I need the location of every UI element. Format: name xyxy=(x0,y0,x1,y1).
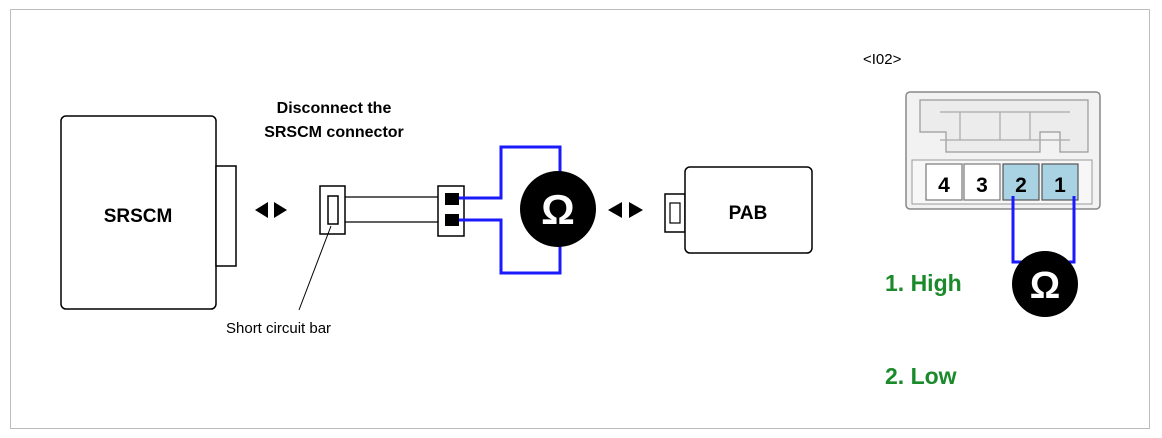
ohm-meter-pins: Ω xyxy=(1012,251,1078,317)
pin-3: 3 xyxy=(963,163,1001,201)
disconnect-arrow xyxy=(255,202,287,218)
pab-connector xyxy=(437,185,465,237)
pin-3-label: 3 xyxy=(976,174,988,197)
instruction-line-2: SRSCM connector xyxy=(264,124,404,141)
pin-1: 1 xyxy=(1041,163,1079,201)
srscm-label: SRSCM xyxy=(104,206,173,227)
ohm-meter: Ω xyxy=(520,171,596,247)
instruction-line-1: Disconnect the xyxy=(277,100,392,117)
srscm-module: SRSCM xyxy=(60,115,237,310)
pin-2: 2 xyxy=(1002,163,1040,201)
diagram-frame xyxy=(10,9,1150,429)
ohm-symbol-pins: Ω xyxy=(1030,265,1060,307)
short-circuit-bar xyxy=(298,185,346,311)
short-circuit-label: Short circuit bar xyxy=(226,320,331,337)
pab-module: PAB xyxy=(664,166,813,254)
legend-low: 2. Low xyxy=(885,363,957,389)
legend-high: 1. High xyxy=(885,270,962,296)
pin-1-label: 1 xyxy=(1054,174,1066,197)
pin-4-label: 4 xyxy=(938,174,950,197)
pab-label: PAB xyxy=(729,203,768,224)
connect-arrow xyxy=(608,202,643,218)
pin-4: 4 xyxy=(925,163,963,201)
meter-leads xyxy=(459,145,562,275)
pin-2-label: 2 xyxy=(1015,174,1027,197)
ohm-symbol: Ω xyxy=(541,186,575,233)
wire-harness xyxy=(345,196,438,223)
connector-id: <I02> xyxy=(863,51,902,68)
